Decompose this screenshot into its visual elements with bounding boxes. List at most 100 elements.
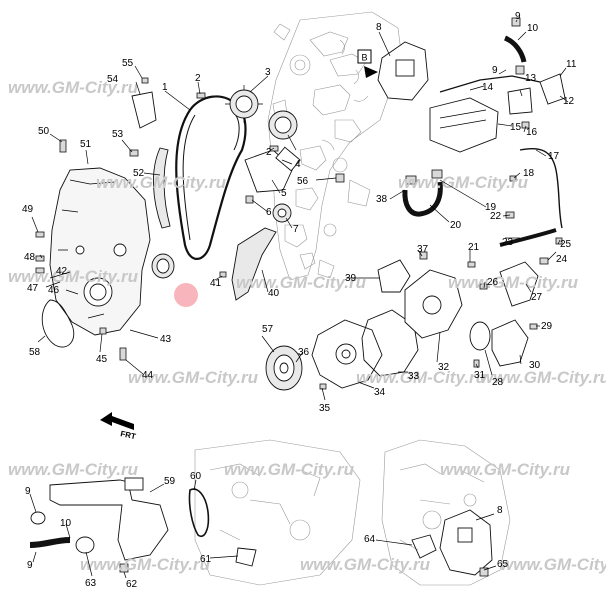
callout-1: 1 xyxy=(162,82,168,93)
callout-9: 9 xyxy=(515,11,521,22)
egr-valve xyxy=(377,41,429,101)
callout-labels: 1 2 2 3 4 5 6 7 8 8 9 9 9 9 10 10 11 12 … xyxy=(22,11,577,590)
front-timing-cover xyxy=(49,167,151,336)
callout-56: 56 xyxy=(297,176,309,187)
callout-9: 9 xyxy=(27,560,33,571)
callout-28: 28 xyxy=(492,377,504,388)
callout-32: 32 xyxy=(438,362,450,373)
callout-47: 47 xyxy=(27,283,39,294)
svg-text:www.GM-City.ru: www.GM-City.ru xyxy=(300,555,431,574)
callout-2: 2 xyxy=(266,147,272,158)
tensioner-bracket xyxy=(244,146,301,193)
callout-37: 37 xyxy=(417,244,429,255)
inset-bottom-left xyxy=(29,439,361,586)
svg-text:www.GM-City.ru: www.GM-City.ru xyxy=(96,173,227,192)
crankshaft-sprocket xyxy=(272,203,292,223)
callout-48: 48 xyxy=(24,252,36,263)
thermostat-housing xyxy=(404,269,463,339)
callout-10: 10 xyxy=(60,518,72,529)
callout-55: 55 xyxy=(122,58,134,69)
chain-tensioner-guide xyxy=(153,147,171,229)
svg-text:www.GM-City.ru: www.GM-City.ru xyxy=(236,273,367,292)
callout-8: 8 xyxy=(497,505,503,516)
callout-15: 15 xyxy=(510,122,522,133)
camshaft-sprocket-exhaust xyxy=(268,110,298,140)
callout-3: 3 xyxy=(265,67,271,78)
callout-12: 12 xyxy=(563,96,575,107)
svg-text:www.GM-City.ru: www.GM-City.ru xyxy=(224,460,355,479)
callout-8: 8 xyxy=(376,22,382,33)
callout-10: 10 xyxy=(527,23,539,34)
callout-65: 65 xyxy=(497,559,509,570)
callout-20: 20 xyxy=(450,220,462,231)
callout-54: 54 xyxy=(107,74,119,85)
svg-text:www.GM-City.ru: www.GM-City.ru xyxy=(440,460,571,479)
svg-text:www.GM-City.ru: www.GM-City.ru xyxy=(8,78,139,97)
callout-4: 4 xyxy=(295,159,301,170)
callout-21: 21 xyxy=(468,242,480,253)
callout-36: 36 xyxy=(298,347,310,358)
callout-64: 64 xyxy=(364,534,376,545)
coolant-hose-10 xyxy=(503,35,527,63)
watermarks: www.GM-City.ru www.GM-City.ru www.GM-Cit… xyxy=(8,78,606,574)
svg-text:www.GM-City.ru: www.GM-City.ru xyxy=(80,555,211,574)
callout-14: 14 xyxy=(482,82,494,93)
callout-29: 29 xyxy=(541,321,553,332)
gasket-13 xyxy=(507,87,533,115)
callout-45: 45 xyxy=(96,354,108,365)
svg-text:www.GM-City.ru: www.GM-City.ru xyxy=(8,460,139,479)
oil-seal xyxy=(151,253,175,279)
callout-46: 46 xyxy=(48,285,60,296)
callout-33: 33 xyxy=(408,371,420,382)
water-pump xyxy=(311,319,383,389)
thermostat-outlet xyxy=(491,319,529,367)
callout-43: 43 xyxy=(160,334,172,345)
front-marker-text: FRT xyxy=(120,429,137,441)
callout-24: 24 xyxy=(556,254,568,265)
callout-26: 26 xyxy=(487,277,499,288)
svg-text:www.GM-City.ru: www.GM-City.ru xyxy=(356,368,487,387)
direction-box: B xyxy=(357,49,378,78)
bracket-54 xyxy=(131,91,157,129)
callout-2: 2 xyxy=(195,73,201,84)
highlight-marker xyxy=(174,283,198,307)
svg-text:www.GM-City.ru: www.GM-City.ru xyxy=(448,273,579,292)
engine-block-main xyxy=(267,11,403,281)
callout-19: 19 xyxy=(485,202,497,213)
cover-gasket xyxy=(41,299,75,348)
callout-9: 9 xyxy=(25,486,31,497)
callout-25: 25 xyxy=(560,239,572,250)
callout-52: 52 xyxy=(133,168,145,179)
svg-text:www.GM-City.ru: www.GM-City.ru xyxy=(500,555,606,574)
callout-16: 16 xyxy=(526,127,538,138)
water-pump-pulley xyxy=(265,345,303,391)
pipe-17 xyxy=(519,147,563,229)
svg-text:www.GM-City.ru: www.GM-City.ru xyxy=(480,368,606,387)
callout-61: 61 xyxy=(200,554,212,565)
callout-62: 62 xyxy=(126,579,138,590)
callout-63: 63 xyxy=(85,578,97,589)
callout-39: 39 xyxy=(345,273,357,284)
callout-9: 9 xyxy=(492,65,498,76)
callout-49: 49 xyxy=(22,204,34,215)
callout-57: 57 xyxy=(262,324,274,335)
svg-text:www.GM-City.ru: www.GM-City.ru xyxy=(128,368,259,387)
callout-31: 31 xyxy=(474,370,486,381)
callout-34: 34 xyxy=(374,387,386,398)
callout-23: 23 xyxy=(502,237,514,248)
hose-23 xyxy=(499,228,557,247)
callout-30: 30 xyxy=(529,360,541,371)
callout-41: 41 xyxy=(210,278,222,289)
callout-60: 60 xyxy=(190,471,202,482)
callout-50: 50 xyxy=(38,126,50,137)
callout-17: 17 xyxy=(548,151,560,162)
callout-18: 18 xyxy=(523,168,535,179)
bracket-12 xyxy=(539,73,566,105)
callout-53: 53 xyxy=(112,129,124,140)
front-direction-arrow: FRT xyxy=(100,412,137,441)
callout-51: 51 xyxy=(80,139,92,150)
callout-44: 44 xyxy=(142,370,154,381)
svg-text:www.GM-City.ru: www.GM-City.ru xyxy=(8,267,139,286)
